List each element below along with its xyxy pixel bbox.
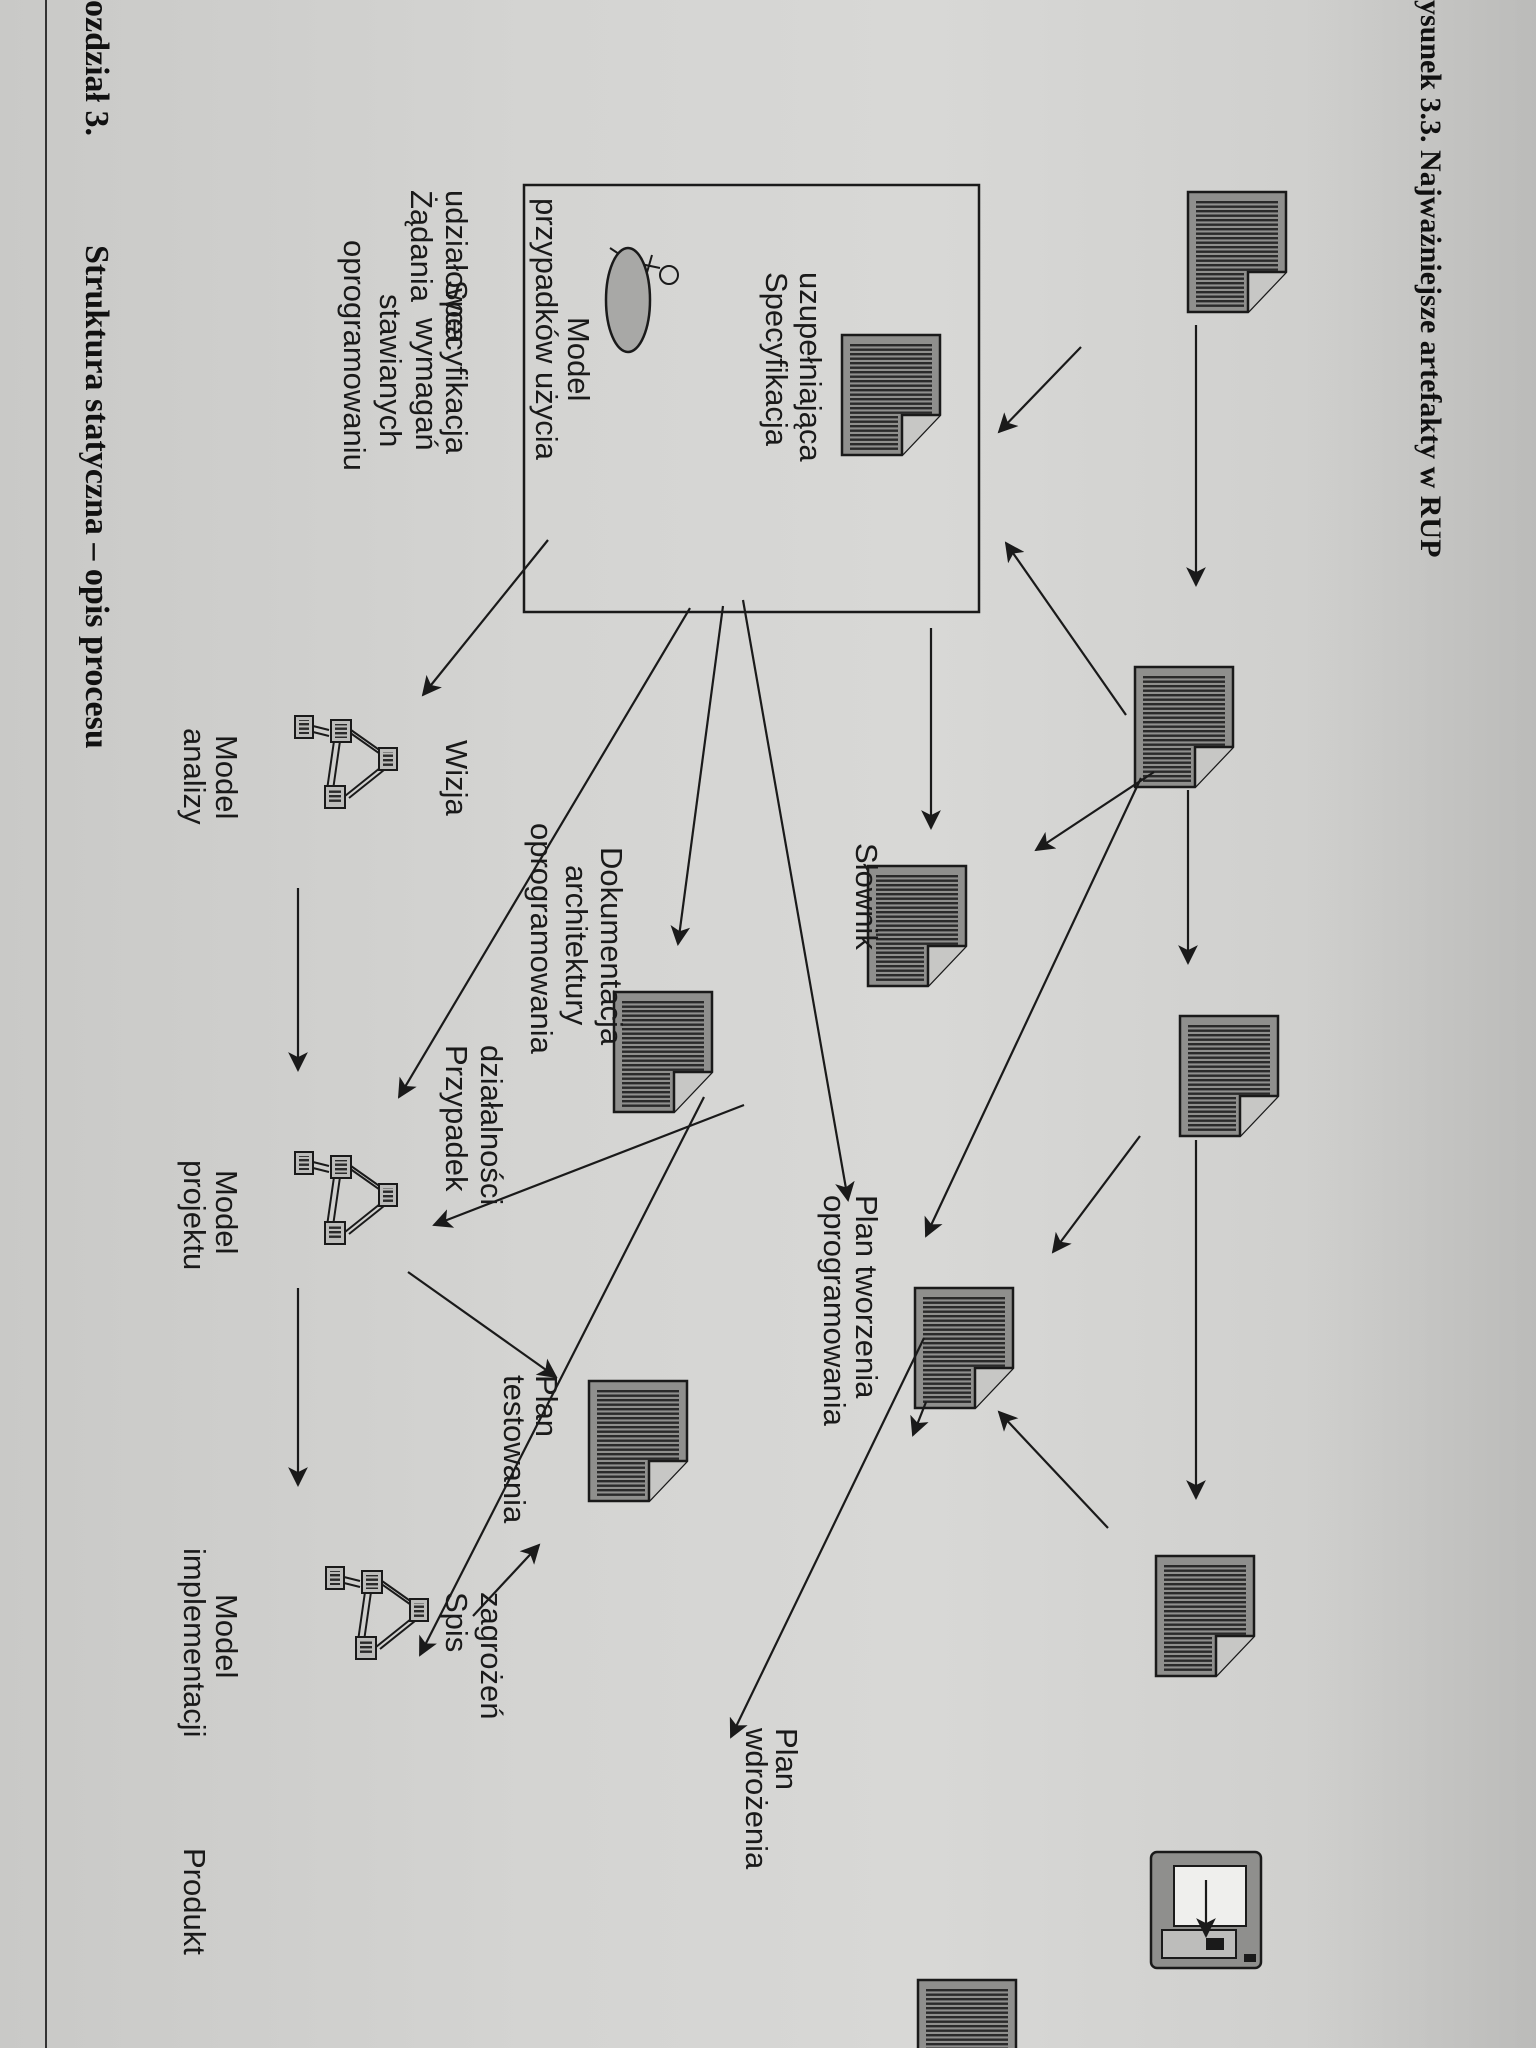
label-model-implementacji-1: Model [209,1594,244,1678]
label-spis-2: zagrożeń [474,1592,509,1720]
model-diagram-icon [294,715,398,809]
label-model-implementacji-2: implementacji [177,1548,212,1738]
label-przypadek-2: działalności [474,1045,509,1205]
label-plan-testowania-1: Plan [529,1375,564,1437]
document-icon [916,1978,1018,2048]
label-slownik: Słownik [849,843,884,950]
label-dokumentacja-2: architektury [559,865,594,1026]
label-model-analizy-2: analizy [177,728,212,825]
requirements-group-box [522,183,981,614]
label-dokumentacja-3: oprogramowania [524,823,559,1055]
label-specyfikacja-wym-4: oprogramowaniu [337,240,372,471]
label-dokumentacja-1: Dokumentacja [594,847,629,1046]
figure-caption: ysunek 3.3. Najważniejsze artefakty w RU… [1414,0,1447,557]
arrows [288,325,1216,1938]
label-specyfikacja-uzup-1: Specyfikacja [759,272,794,447]
use-case-ellipse-icon [604,246,652,354]
label-plan-tworzenia-2: oprogramowania [817,1195,852,1427]
document-icon [1186,190,1288,314]
label-model-projektu-2: projektu [177,1160,212,1270]
document-icon [587,1379,689,1503]
label-plan-wdrozenia-2: wdrożenia [739,1727,774,1870]
label-spis-1: Spis [439,1592,474,1652]
label-specyfikacja-uzup-2: uzupełniająca [793,272,828,462]
chapter-title: Struktura statyczna – opis procesu [78,245,115,749]
label-plan-tworzenia-1: Plan tworzenia [849,1195,884,1399]
label-model-uzycia-1: Model [561,317,596,401]
document-icon [1154,1554,1256,1678]
label-specyfikacja-wym-2: wymagań [409,317,444,451]
label-produkt: Produkt [177,1848,212,1955]
label-przypadek-1: Przypadek [439,1045,474,1192]
label-plan-wdrozenia-1: Plan [769,1728,804,1790]
label-zadania-2: udziałowca [439,190,474,344]
label-specyfikacja-wym-1: Specyfikacja [439,280,474,455]
document-icon [840,333,942,457]
label-zadania-1: Żądania [404,190,439,303]
document-icon [1133,665,1235,789]
label-plan-testowania-2: testowania [497,1375,532,1524]
document-icon [1178,1014,1280,1138]
label-wizja: Wizja [439,740,474,817]
label-model-projektu-1: Model [209,1170,244,1254]
document-icon [913,1286,1015,1410]
label-model-uzycia-2: przypadków użycia [529,198,564,461]
page-edge-shadow [1300,0,1536,2048]
label-specyfikacja-wym-3: stawianych [373,294,408,447]
chapter-label: ozdział 3. [78,0,115,136]
model-diagram-icon [325,1566,429,1660]
model-diagram-icon [294,1151,398,1245]
label-model-analizy-1: Model [209,735,244,819]
